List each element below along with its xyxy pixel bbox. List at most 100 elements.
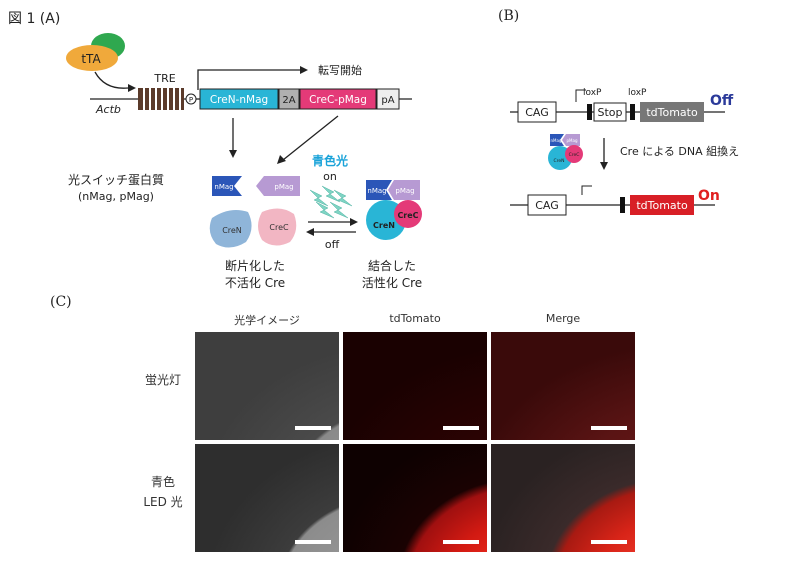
two-a-box [278, 88, 300, 110]
mini-crec-blob [565, 145, 583, 163]
actb-label: Actb [95, 103, 121, 116]
tta-orange-blob [66, 45, 118, 71]
tre-repeats [138, 88, 184, 110]
lightning-icons [309, 185, 353, 219]
cren-nmag-box [199, 88, 279, 110]
crec-label-right: CreC [397, 211, 418, 220]
crec-blob-right [394, 200, 422, 228]
image-tdtomato-blue-led [343, 444, 487, 552]
loxp1-block [587, 104, 592, 120]
off-label: off [325, 238, 340, 251]
loxp2-label: loxP [628, 88, 647, 98]
mini-pmag-label: pMag [567, 138, 578, 143]
panel-a-header: 図 1 (A) [8, 11, 61, 27]
image-merge-fluorescent [491, 332, 635, 440]
panel-b-header: (B) [498, 8, 520, 24]
down-arrow-right [282, 115, 339, 161]
two-a-label: 2A [282, 95, 295, 106]
panel-a-diagram: tTA TRE P Actb 転写開始 CreN-nMag 2A CreC-pM… [66, 33, 422, 290]
scale-bar [443, 540, 479, 544]
row-label-blue-led: 青色 LED 光 [133, 472, 193, 512]
recomb-arrowhead [600, 162, 608, 170]
mini-nmag-label: nMag [551, 138, 562, 143]
transcription-label: 転写開始 [318, 63, 362, 77]
col-title-tdtomato: tdTomato [389, 312, 441, 325]
image-optical-blue-led [195, 444, 339, 552]
tdtomato-box-red [630, 195, 694, 215]
photoswitch-sub: (nMag, pMag) [78, 190, 154, 203]
crec-label-left: CreC [269, 223, 289, 232]
image-tdtomato-fluorescent [343, 332, 487, 440]
panel-c-header: (C) [50, 294, 72, 310]
scale-bar [295, 426, 331, 430]
col-title-merge: Merge [545, 312, 581, 325]
cren-nmag-label: CreN-nMag [210, 94, 268, 106]
combined-line1: 結合した [368, 258, 416, 273]
pmag-label-right: pMag [395, 187, 414, 195]
fragment-line2: 不活化 Cre [225, 276, 285, 290]
on-arrowhead [350, 218, 358, 226]
cag-box-bottom [527, 194, 567, 216]
panel-b-diagram: CAG loxP Stop loxP tdTomato Off nMag pMa… [510, 88, 739, 216]
cren-blob-left [209, 210, 252, 248]
tdtomato-label-red: tdTomato [636, 199, 688, 212]
nmag-flag-left [212, 176, 242, 196]
fragment-line1: 断片化した [225, 258, 285, 273]
cren-label-right: CreN [373, 221, 395, 230]
crec-blob-left [258, 208, 297, 246]
blue-light-label: 青色光 [312, 153, 348, 168]
promoter-label: P [189, 96, 193, 104]
row-label-blue-led-line2: LED 光 [143, 495, 183, 509]
pmag-flag-right [388, 180, 420, 200]
stop-box [593, 102, 627, 122]
on-status-label: On [698, 188, 720, 204]
cag-label-bottom: CAG [535, 199, 559, 212]
col-title-optical: 光学イメージ [234, 314, 300, 327]
nmag-label-left: nMag [214, 183, 233, 191]
crec-pmag-box [299, 88, 377, 110]
tre-label: TRE [153, 72, 175, 85]
tdtomato-box-gray [640, 102, 704, 122]
loxp2-block [630, 104, 635, 120]
scale-bar [591, 540, 627, 544]
row-label-fluorescent: 蛍光灯 [133, 370, 193, 390]
photoswitch-title: 光スイッチ蛋白質 [68, 172, 164, 187]
down-arrowhead-right [277, 155, 286, 164]
promoter-circle [185, 93, 197, 105]
cren-label-left: CreN [222, 226, 242, 235]
tta-label: tTA [81, 52, 101, 66]
off-status-label: Off [710, 93, 734, 109]
scale-bar [295, 540, 331, 544]
image-merge-blue-led [491, 444, 635, 552]
mini-crec-label: CreC [569, 152, 580, 158]
transcription-arrow [197, 69, 300, 90]
tta-arrowhead [128, 84, 136, 92]
nmag-label-right: nMag [367, 187, 386, 195]
cag-label-top: CAG [525, 106, 549, 119]
pmag-label-left: pMag [274, 183, 293, 191]
tdtomato-label-gray: tdTomato [646, 106, 698, 119]
combined-line2: 活性化 Cre [362, 276, 422, 290]
pmag-flag-left [256, 176, 300, 196]
off-arrowhead [306, 228, 314, 236]
transcription-arrowhead [300, 66, 308, 74]
cag-arrow-bottom [581, 185, 592, 195]
image-optical-fluorescent [195, 332, 339, 440]
on-label: on [323, 170, 337, 183]
down-arrowhead-left [229, 150, 237, 158]
row-label-blue-led-line1: 青色 [150, 475, 175, 489]
pa-label: pA [381, 95, 394, 106]
stop-label: Stop [597, 106, 622, 119]
scale-bar [591, 426, 627, 430]
pa-box [376, 88, 400, 110]
row-label-fluorescent-line1: 蛍光灯 [144, 373, 181, 387]
cag-arrow-top [575, 89, 586, 102]
mini-pmag-flag [562, 134, 580, 146]
loxp-block-bottom [620, 197, 625, 213]
loxp1-label: loxP [583, 88, 602, 98]
recomb-text: Cre による DNA 組換え [620, 145, 739, 158]
crec-pmag-label: CreC-pMag [309, 94, 367, 106]
tta-arrow [94, 71, 129, 89]
nmag-flag-right [366, 180, 392, 200]
scale-bar [443, 426, 479, 430]
